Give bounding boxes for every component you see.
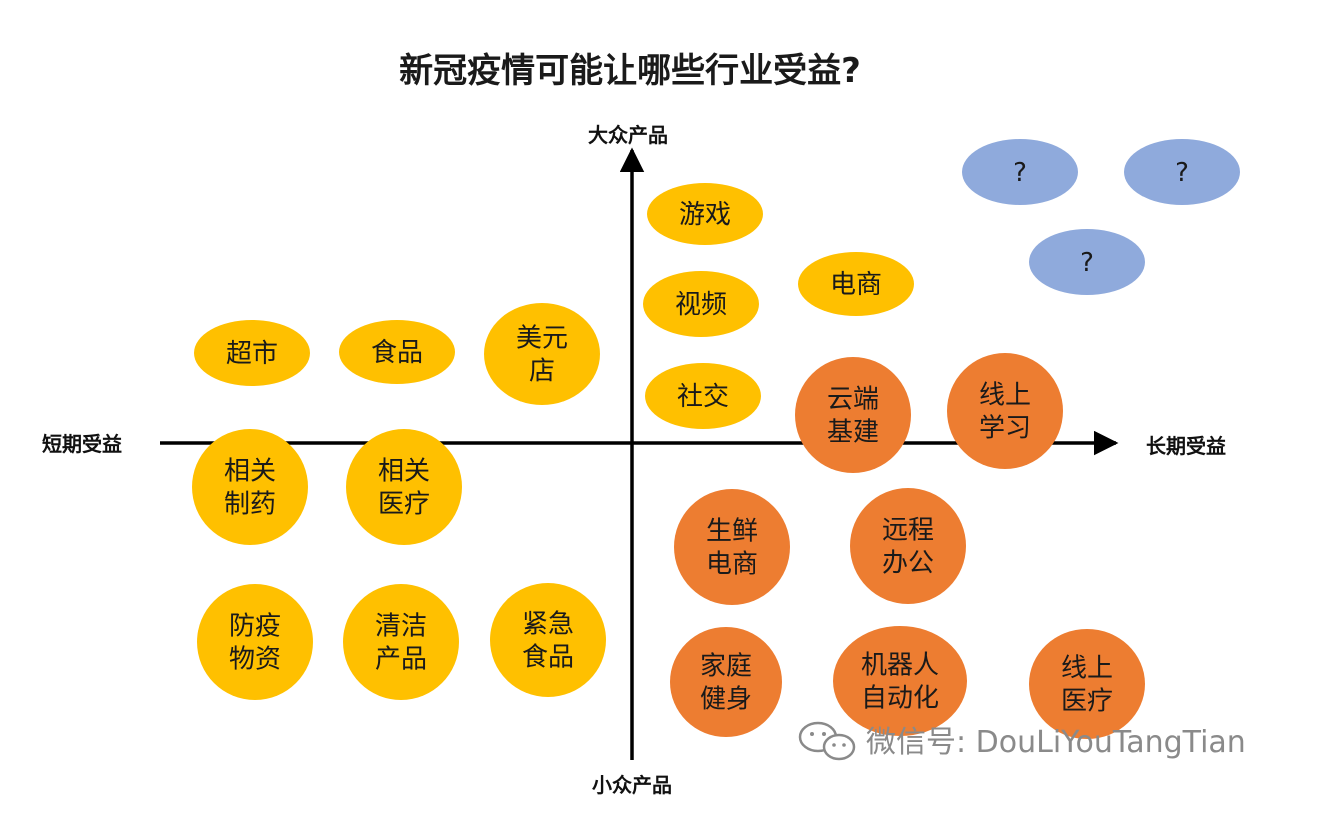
bubble-label-shipin-video-line-1: 视频 <box>675 290 727 320</box>
bubble-shape-xiangguan-yiliao <box>346 429 462 545</box>
bubble-label-yunduan-jijian-line-2: 基建 <box>827 418 879 448</box>
bubble-label-jinji-shipin-line-1: 紧急 <box>522 610 574 640</box>
bubble-shape-xianshang-xuexi <box>947 353 1063 469</box>
bubble-label-jinji-shipin-line-2: 食品 <box>522 643 574 673</box>
bubble-shipin: 食品 <box>339 320 455 384</box>
bubble-label-xianshang-yiliao-line-1: 线上 <box>1061 654 1113 684</box>
bubble-label-meiyuandian-line-2: 店 <box>529 357 555 387</box>
bubble-shape-dianshang <box>798 252 914 316</box>
bubble-label-jiqiren-zidonghua-line-1: 机器人 <box>861 651 939 681</box>
diagram-title: 新冠疫情可能让哪些行业受益? <box>399 51 861 91</box>
bubble-shape-shipin <box>339 320 455 384</box>
bubble-shape-xianshang-yiliao <box>1029 629 1145 739</box>
bubble-shape-jiqiren-zidonghua <box>833 626 967 736</box>
bubble-shape-fangyi-wuzi <box>197 584 313 700</box>
bubble-shape-chaoshi <box>194 320 310 386</box>
bubble-label-yuancheng-bangong-line-2: 办公 <box>882 549 934 579</box>
bubble-unknown-3: ? <box>1029 229 1145 295</box>
bubble-shape-shipin-video <box>643 271 759 337</box>
bubble-unknown-1: ? <box>962 139 1078 205</box>
axis-label-left: 短期受益 <box>42 432 122 456</box>
bubble-label-unknown-1-line-1: ? <box>1013 158 1027 188</box>
bubble-label-qingjie-chanpin-line-1: 清洁 <box>375 612 427 642</box>
bubble-shape-shengxian-dianshang <box>674 489 790 605</box>
bubble-label-xianshang-xuexi-line-2: 学习 <box>979 414 1031 444</box>
bubble-label-shejiao-line-1: 社交 <box>677 382 729 412</box>
bubble-label-youxi-line-1: 游戏 <box>679 200 731 230</box>
bubble-label-jiating-jianshen-line-2: 健身 <box>700 685 752 715</box>
bubble-shape-yunduan-jijian <box>795 357 911 473</box>
bubble-label-meiyuandian-line-1: 美元 <box>516 324 568 354</box>
bubble-label-fangyi-wuzi-line-2: 物资 <box>229 645 281 675</box>
bubble-shejiao: 社交 <box>645 363 761 429</box>
bubble-label-shengxian-dianshang-line-2: 电商 <box>706 550 758 580</box>
bubble-meiyuandian: 美元店 <box>484 303 600 405</box>
bubble-label-xiangguan-zhiyao-line-2: 制药 <box>224 490 276 520</box>
bubble-shape-shejiao <box>645 363 761 429</box>
axis-label-top: 大众产品 <box>588 123 668 147</box>
axis-label-right: 长期受益 <box>1146 434 1226 458</box>
bubble-shape-unknown-1 <box>962 139 1078 205</box>
bubble-label-yuancheng-bangong-line-1: 远程 <box>882 516 934 546</box>
bubble-label-shipin-line-1: 食品 <box>371 338 423 368</box>
bubble-shape-youxi <box>647 183 763 245</box>
bubble-label-jiqiren-zidonghua-line-2: 自动化 <box>861 684 939 714</box>
bubble-shape-unknown-2 <box>1124 139 1240 205</box>
bubble-unknown-2: ? <box>1124 139 1240 205</box>
bubble-label-jiating-jianshen-line-1: 家庭 <box>700 652 752 682</box>
watermark: 微信号: DouLiYouTangTian <box>798 721 1246 761</box>
bubble-label-xiangguan-zhiyao-line-1: 相关 <box>224 457 276 487</box>
bubble-shape-jinji-shipin <box>490 583 606 697</box>
bubble-label-xianshang-xuexi-line-1: 线上 <box>979 381 1031 411</box>
bubble-shape-xiangguan-zhiyao <box>192 429 308 545</box>
bubble-label-unknown-3-line-1: ? <box>1080 248 1094 278</box>
bubble-chaoshi: 超市 <box>194 320 310 386</box>
bubble-shape-qingjie-chanpin <box>343 584 459 700</box>
bubble-shape-unknown-3 <box>1029 229 1145 295</box>
bubble-label-dianshang-line-1: 电商 <box>830 270 882 300</box>
bubble-group: 超市食品美元店游戏视频电商社交相关制药相关医疗防疫物资清洁产品紧急食品云端基建线… <box>192 139 1240 739</box>
bubble-label-shengxian-dianshang-line-1: 生鲜 <box>706 517 758 547</box>
bubble-label-xiangguan-yiliao-line-1: 相关 <box>378 457 430 487</box>
wechat-icon <box>798 721 856 761</box>
bubble-shape-jiating-jianshen <box>670 627 782 737</box>
bubble-label-unknown-2-line-1: ? <box>1175 158 1189 188</box>
watermark-text: 微信号: DouLiYouTangTian <box>866 725 1246 760</box>
bubble-label-chaoshi-line-1: 超市 <box>226 339 278 369</box>
bubble-label-fangyi-wuzi-line-1: 防疫 <box>229 612 281 642</box>
bubble-shape-meiyuandian <box>484 303 600 405</box>
bubble-label-qingjie-chanpin-line-2: 产品 <box>375 645 427 675</box>
bubble-dianshang: 电商 <box>798 252 914 316</box>
bubble-shape-yuancheng-bangong <box>850 488 966 604</box>
bubble-label-xianshang-yiliao-line-2: 医疗 <box>1061 687 1113 717</box>
axis-label-bottom: 小众产品 <box>592 773 672 797</box>
bubble-label-yunduan-jijian-line-1: 云端 <box>827 385 879 415</box>
bubble-youxi: 游戏 <box>647 183 763 245</box>
bubble-label-xiangguan-yiliao-line-2: 医疗 <box>378 490 430 520</box>
bubble-shipin-video: 视频 <box>643 271 759 337</box>
